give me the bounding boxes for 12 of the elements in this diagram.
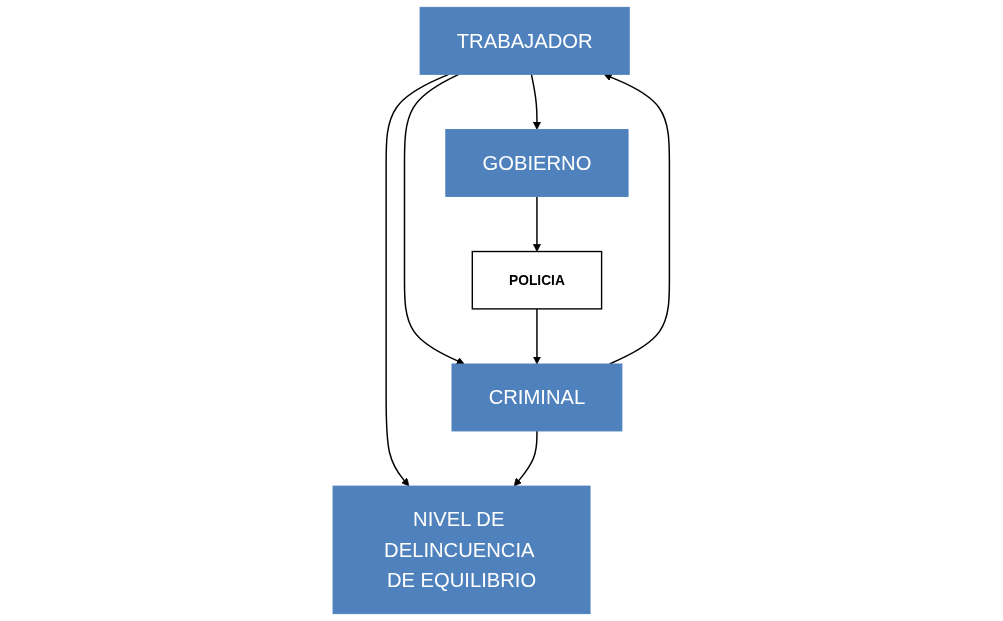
arrow	[385, 73, 450, 487]
node-box: TRABAJADOR	[419, 6, 631, 75]
arrow	[530, 73, 542, 130]
arrow	[404, 73, 465, 365]
arrow	[514, 430, 538, 487]
node-box: POLICIA	[471, 250, 603, 310]
arrow	[604, 73, 671, 365]
arrow	[533, 308, 542, 365]
arrow	[533, 195, 542, 252]
node-box: NIVEL DE DELINCUENCIA DE EQUILIBRIO	[332, 485, 591, 615]
node-box: GOBIERNO	[445, 128, 629, 197]
node-box: CRIMINAL	[451, 363, 623, 432]
